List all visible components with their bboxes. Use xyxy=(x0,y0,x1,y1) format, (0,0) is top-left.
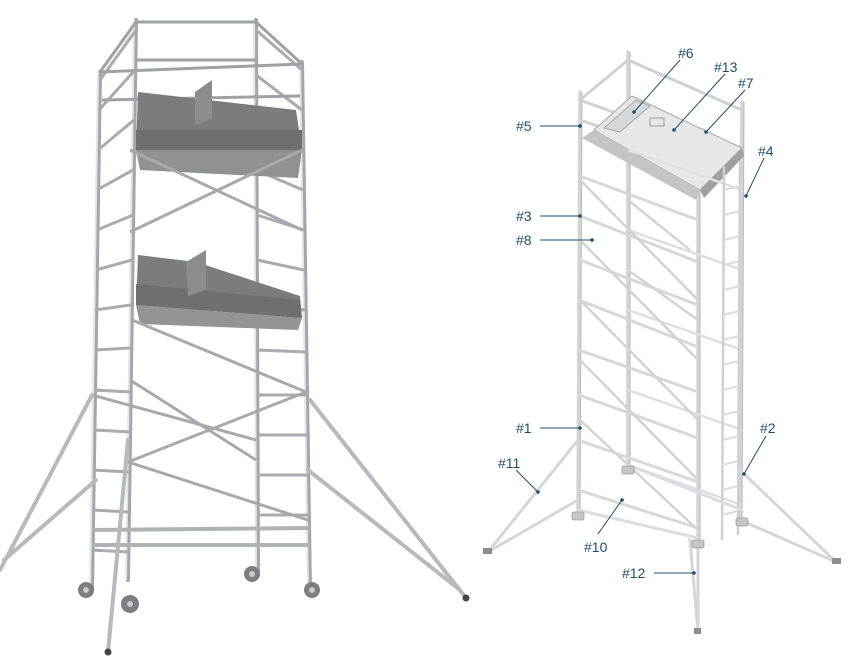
dot-8 xyxy=(590,238,594,242)
callout-label-8: #8 xyxy=(516,232,532,248)
dot-6 xyxy=(632,110,636,114)
leader-10 xyxy=(597,499,623,535)
dot-7 xyxy=(704,130,708,134)
callout-label-10: #10 xyxy=(584,539,608,555)
leader-4 xyxy=(745,157,765,197)
callout-labels: #6 #13 #7 #5 #4 #3 #8 #1 #2 #11 #10 #12 xyxy=(498,45,776,581)
callout-label-5: #5 xyxy=(516,118,532,134)
callout-label-6: #6 xyxy=(678,45,694,61)
dot-4 xyxy=(744,194,748,198)
scaffold-photo xyxy=(0,18,470,656)
dot-12 xyxy=(692,571,696,575)
photo-left-rungs xyxy=(91,29,138,554)
photo-outriggers xyxy=(0,393,468,654)
callout-label-7: #7 xyxy=(738,75,754,91)
callout-leaders xyxy=(515,59,767,574)
diagram-upright-shadows xyxy=(579,52,745,540)
diagram-side-ladder xyxy=(720,159,742,541)
callout-label-12: #12 xyxy=(622,565,646,581)
leader-11 xyxy=(515,469,539,493)
photo-diagonal-braces xyxy=(91,148,309,522)
diagram-platform xyxy=(582,95,744,200)
photo-lower-platform xyxy=(136,250,302,330)
callout-label-3: #3 xyxy=(516,208,532,224)
dot-1 xyxy=(578,426,582,430)
dot-13 xyxy=(672,128,676,132)
callout-label-2: #2 xyxy=(760,420,776,436)
outrigger-foot xyxy=(462,594,470,602)
dot-11 xyxy=(536,490,540,494)
callout-label-13: #13 xyxy=(714,59,738,75)
leader-13 xyxy=(673,73,726,131)
callout-label-4: #4 xyxy=(758,143,774,159)
diagram-diagonal-braces xyxy=(579,179,699,531)
diagram-ladder-rungs xyxy=(721,185,741,516)
leader-7 xyxy=(705,89,746,133)
dot-10 xyxy=(620,498,624,502)
dot-2 xyxy=(742,472,746,476)
diagram-base-rails xyxy=(577,463,743,540)
dot-3 xyxy=(578,214,582,218)
diagram-outrigger-pads xyxy=(483,548,841,634)
diagram-casters xyxy=(571,465,749,549)
photo-upper-platform xyxy=(136,80,302,178)
photo-caster-hubs xyxy=(83,571,315,607)
dot-5 xyxy=(578,124,582,128)
photo-base-rails xyxy=(91,526,311,547)
callout-label-11: #11 xyxy=(498,455,521,471)
outrigger-foot xyxy=(104,648,112,656)
callout-label-1: #1 xyxy=(516,420,532,436)
leader-6 xyxy=(633,59,681,113)
scaffold-diagram xyxy=(483,50,841,634)
callout-dots xyxy=(536,110,748,575)
leader-2 xyxy=(743,435,767,475)
diagram-outriggers xyxy=(486,438,838,634)
